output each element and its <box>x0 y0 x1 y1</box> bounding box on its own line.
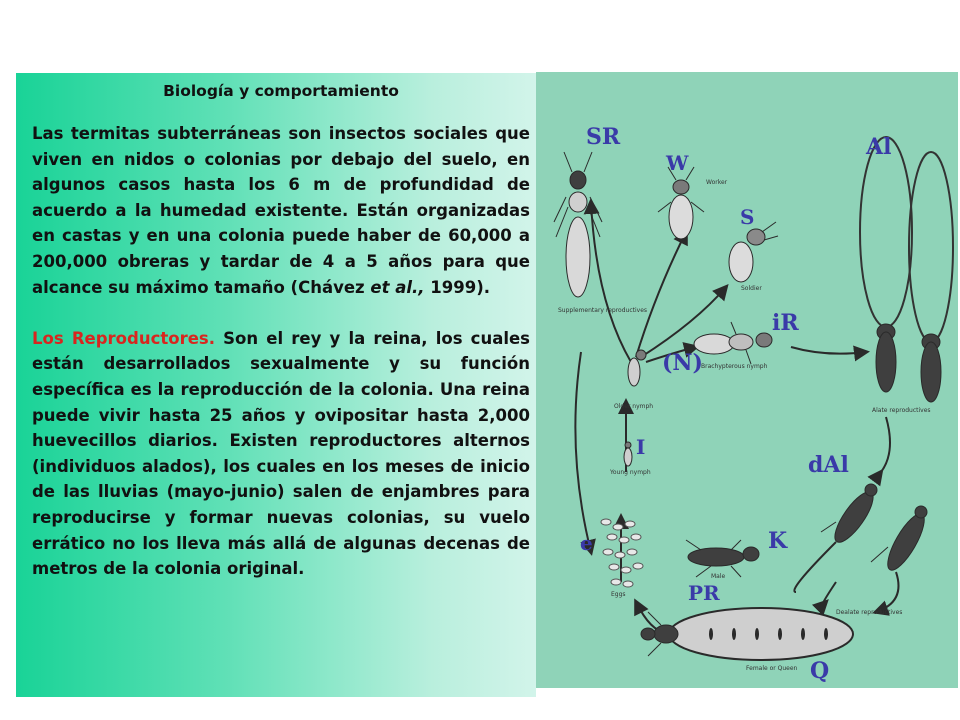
termite-lifecycle-figure: SR W S Al iR (N) I dAl e K PR Q Worker S… <box>536 72 958 688</box>
label-dal: dAl <box>808 452 849 478</box>
citation-year: 1999). <box>424 277 491 297</box>
eggs-icon <box>600 518 644 588</box>
label-n: (N) <box>662 350 703 376</box>
dealate-reproductive-icon <box>820 483 928 571</box>
caption-male: Male <box>711 573 726 580</box>
text-panel: Biología y comportamiento Las termitas s… <box>16 73 536 697</box>
paragraph-reproductives: Los Reproductores. Son el rey y la reina… <box>32 326 530 582</box>
page-title: Biología y comportamiento <box>163 82 399 100</box>
soldier-icon <box>728 221 779 283</box>
young-nymph-icon <box>623 441 633 467</box>
label-e: e <box>580 531 593 555</box>
caption-young-nymph: Young nymph <box>609 469 651 476</box>
lifecycle-diagram: SR W S Al iR (N) I dAl e K PR Q Worker S… <box>536 72 958 688</box>
caption-brachypterous: Brachypterous nymph <box>701 363 768 370</box>
queen-icon <box>640 607 854 661</box>
label-w: W <box>665 151 689 175</box>
insect-drawings <box>553 136 954 661</box>
label-ir: iR <box>772 310 799 336</box>
alate-reproductive-icon <box>859 136 954 403</box>
caption-supplementary: Supplementary reproductives <box>558 307 647 314</box>
caption-alate: Alate reproductives <box>872 407 931 414</box>
nymph-icon <box>627 349 647 387</box>
brachypterous-nymph-icon <box>693 321 773 365</box>
label-i: I <box>636 435 645 459</box>
supplementary-reproductive-icon <box>553 151 603 298</box>
label-pr: PR <box>688 581 720 605</box>
caption-older-nymph: Older nymph <box>614 403 653 410</box>
caption-soldier: Soldier <box>741 285 762 292</box>
caption-dealate: Dealate reproductives <box>836 609 902 616</box>
caption-worker: Worker <box>706 179 728 186</box>
worker-icon <box>657 166 705 240</box>
label-q: Q <box>810 658 829 684</box>
caption-eggs: Eggs <box>611 591 626 598</box>
label-k: K <box>768 528 788 554</box>
paragraph-biology-text: Las termitas subterráneas son insectos s… <box>32 124 530 297</box>
label-al: Al <box>865 134 891 160</box>
reproductives-heading: Los Reproductores. <box>32 328 215 348</box>
citation-italic: et al., <box>370 277 425 297</box>
paragraph-biology: Las termitas subterráneas son insectos s… <box>32 121 530 300</box>
label-s: S <box>740 205 754 229</box>
label-sr: SR <box>586 124 621 150</box>
king-icon <box>685 539 760 578</box>
caption-queen: Female or Queen <box>746 665 798 672</box>
paragraph-reproductives-text: Son el rey y la reina, los cuales están … <box>32 328 531 579</box>
